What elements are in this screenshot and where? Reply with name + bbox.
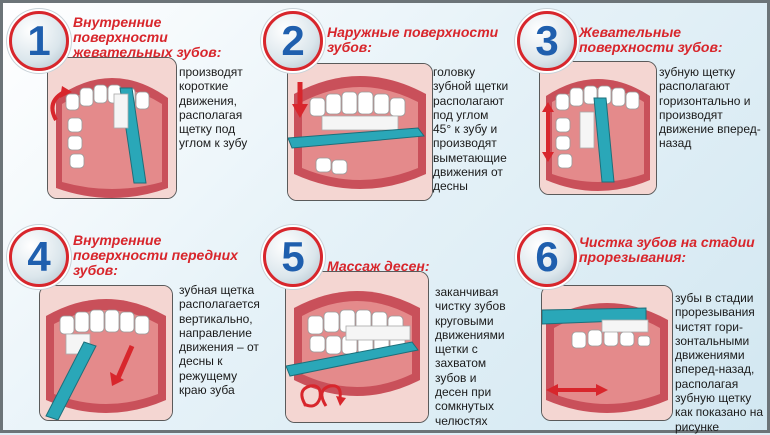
step-title: Массаж десен: <box>327 258 430 274</box>
panel-step-2: 2 Наружные поверхности зубов: головку зу… <box>261 9 511 219</box>
step-number-badge: 4 <box>9 227 69 287</box>
panel-step-4: 4 Внутренние поверхности передних зубов:… <box>7 225 260 435</box>
step-description: производят короткие движения, располагая… <box>179 65 248 151</box>
panel-step-3: 3 Жевательные поверхности зубов: зубную … <box>515 9 765 219</box>
panel-step-1: 1 Внутренние поверхности жевательных зуб… <box>7 9 257 219</box>
illustration-inner-front-teeth <box>39 285 173 421</box>
step-title: Внутренние поверхности передних зубов: <box>73 232 238 278</box>
step-description: головку зубной щетки располагают под угл… <box>433 65 509 194</box>
step-number-badge: 2 <box>263 11 323 71</box>
illustration-chewing-surfaces <box>539 61 657 195</box>
step-number-badge: 6 <box>517 227 577 287</box>
illustration-erupting-teeth <box>541 285 673 421</box>
panel-step-6: 6 Чистка зубов на стадии прорезывания: з… <box>515 225 765 435</box>
step-title: Внутренние поверхности жевательных зубов… <box>73 14 222 60</box>
step-number-badge: 1 <box>9 11 69 71</box>
illustration-gum-massage <box>285 271 429 423</box>
panel-step-5: 5 Массаж десен: заканчивая чистку зубов … <box>261 225 511 435</box>
step-description: зубную щетку располагают горизонтально и… <box>659 65 761 151</box>
illustration-inner-chewing-surfaces <box>47 57 177 199</box>
step-title: Наружные поверхности зубов: <box>327 24 499 55</box>
step-description: заканчивая чистку зубов круговыми движен… <box>435 285 506 428</box>
step-number-badge: 3 <box>517 11 577 71</box>
illustration-outer-surfaces <box>287 63 433 201</box>
step-number-badge: 5 <box>263 227 323 287</box>
step-description: зубы в стадии прорезывания чистят гори- … <box>675 291 764 434</box>
step-title: Жевательные поверхности зубов: <box>579 24 723 55</box>
step-description: зубная щетка располагается вертикально, … <box>179 283 260 398</box>
step-title: Чистка зубов на стадии прорезывания: <box>579 234 755 265</box>
